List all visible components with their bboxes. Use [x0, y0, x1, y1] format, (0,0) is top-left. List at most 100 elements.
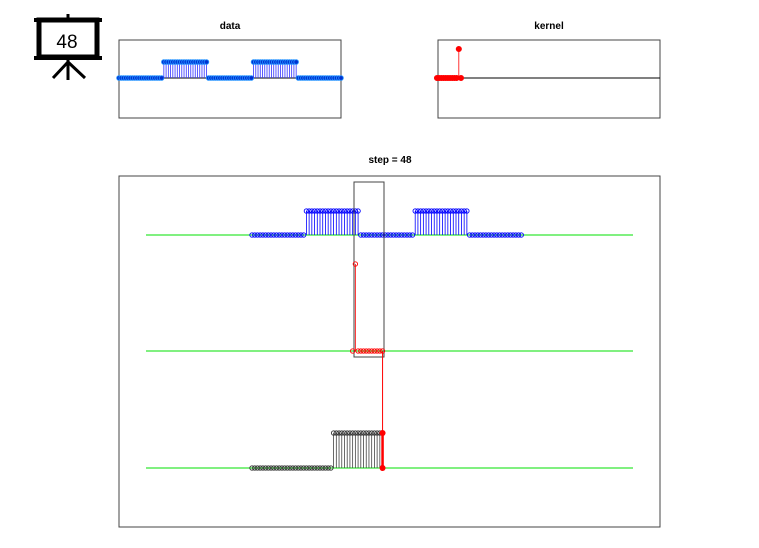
stem-marker — [349, 208, 356, 214]
stem-marker — [371, 232, 378, 238]
stem-marker — [352, 208, 359, 214]
stem-marker — [477, 232, 484, 238]
stem-marker — [349, 430, 356, 436]
stem-marker — [363, 348, 369, 354]
stem-marker — [461, 208, 467, 214]
main-axes — [118, 175, 661, 528]
stem-marker — [347, 208, 353, 214]
stem-marker — [336, 430, 342, 436]
stem-marker — [306, 465, 312, 471]
stem-marker — [518, 232, 524, 238]
stem-marker — [325, 465, 331, 471]
stem-marker — [358, 430, 364, 436]
stem-marker — [257, 232, 263, 238]
stem-marker — [341, 208, 348, 214]
stem-marker — [417, 208, 424, 214]
stem-marker — [450, 208, 456, 214]
stem-marker — [515, 232, 522, 238]
stem-marker — [358, 232, 364, 238]
stem-marker — [249, 232, 255, 238]
stem-marker — [385, 232, 391, 238]
current-output-base — [379, 465, 386, 471]
stem-marker — [328, 208, 334, 214]
stem-marker — [472, 232, 478, 238]
stem-marker — [279, 465, 285, 471]
stem-marker — [252, 465, 258, 471]
stem-marker — [502, 232, 508, 238]
stem-marker — [382, 232, 388, 238]
stem-marker — [415, 208, 421, 214]
stem-marker — [420, 208, 427, 214]
stem-marker — [254, 232, 261, 238]
stem-marker — [374, 430, 380, 436]
stem-marker — [268, 232, 274, 238]
stem-marker — [273, 465, 280, 471]
stem-marker — [254, 465, 261, 471]
stem-marker — [409, 232, 416, 238]
stem-marker — [434, 208, 440, 214]
stem-marker — [330, 208, 337, 214]
stem-marker — [496, 232, 503, 238]
stem-marker — [314, 208, 320, 214]
stem-marker — [322, 208, 329, 214]
stem-marker — [388, 232, 394, 238]
kernel-stems — [433, 45, 660, 82]
stem-marker — [306, 208, 312, 214]
stem-marker — [499, 232, 505, 238]
stem-marker — [301, 232, 307, 238]
stem-marker — [279, 232, 285, 238]
stem-marker — [301, 465, 307, 471]
kernel-plot-title: kernel — [534, 21, 564, 32]
stem-marker — [442, 208, 448, 214]
stem-marker — [295, 232, 301, 238]
stem-marker — [366, 348, 372, 354]
stem-marker — [466, 232, 473, 238]
stem-marker — [377, 348, 383, 354]
convolution-stems — [146, 181, 633, 471]
stem-marker — [298, 465, 304, 471]
data-plot-title: data — [220, 21, 241, 32]
stem-marker — [355, 430, 361, 436]
stem-marker — [260, 465, 266, 471]
stem-marker — [369, 430, 375, 436]
stem-marker — [344, 208, 350, 214]
stem-marker — [303, 465, 310, 471]
stem-marker — [262, 232, 269, 238]
stem-marker — [158, 75, 165, 81]
stem-marker — [510, 232, 516, 238]
stem-marker — [355, 208, 361, 214]
stem-marker — [437, 208, 443, 214]
stem-marker — [453, 208, 459, 214]
stem-marker — [248, 75, 255, 81]
stem-marker — [475, 232, 481, 238]
stem-marker — [330, 430, 337, 436]
stem-marker — [505, 232, 511, 238]
stem-marker — [287, 232, 293, 238]
stem-marker — [273, 232, 280, 238]
stem-marker — [293, 59, 299, 65]
stem-marker — [363, 232, 369, 238]
stem-marker — [366, 430, 372, 436]
stem-marker — [469, 232, 475, 238]
stem-marker — [249, 465, 255, 471]
current-output-marker — [379, 430, 386, 436]
stem-marker — [483, 232, 489, 238]
stem-marker — [290, 465, 296, 471]
stem-marker — [339, 208, 345, 214]
stem-marker — [396, 232, 402, 238]
stem-marker — [311, 465, 318, 471]
stem-marker — [445, 208, 451, 214]
stem-marker — [257, 465, 263, 471]
stem-marker — [281, 465, 288, 471]
stem-marker — [455, 45, 462, 53]
stem-marker — [333, 430, 339, 436]
step-plot-title: step = 48 — [368, 155, 412, 166]
stem-marker — [507, 232, 514, 238]
stem-marker — [284, 465, 291, 471]
stem-marker — [295, 465, 301, 471]
stem-marker — [290, 232, 296, 238]
stem-marker — [360, 430, 367, 436]
stem-marker — [431, 208, 437, 214]
stem-marker — [344, 430, 350, 436]
stem-marker — [317, 465, 323, 471]
